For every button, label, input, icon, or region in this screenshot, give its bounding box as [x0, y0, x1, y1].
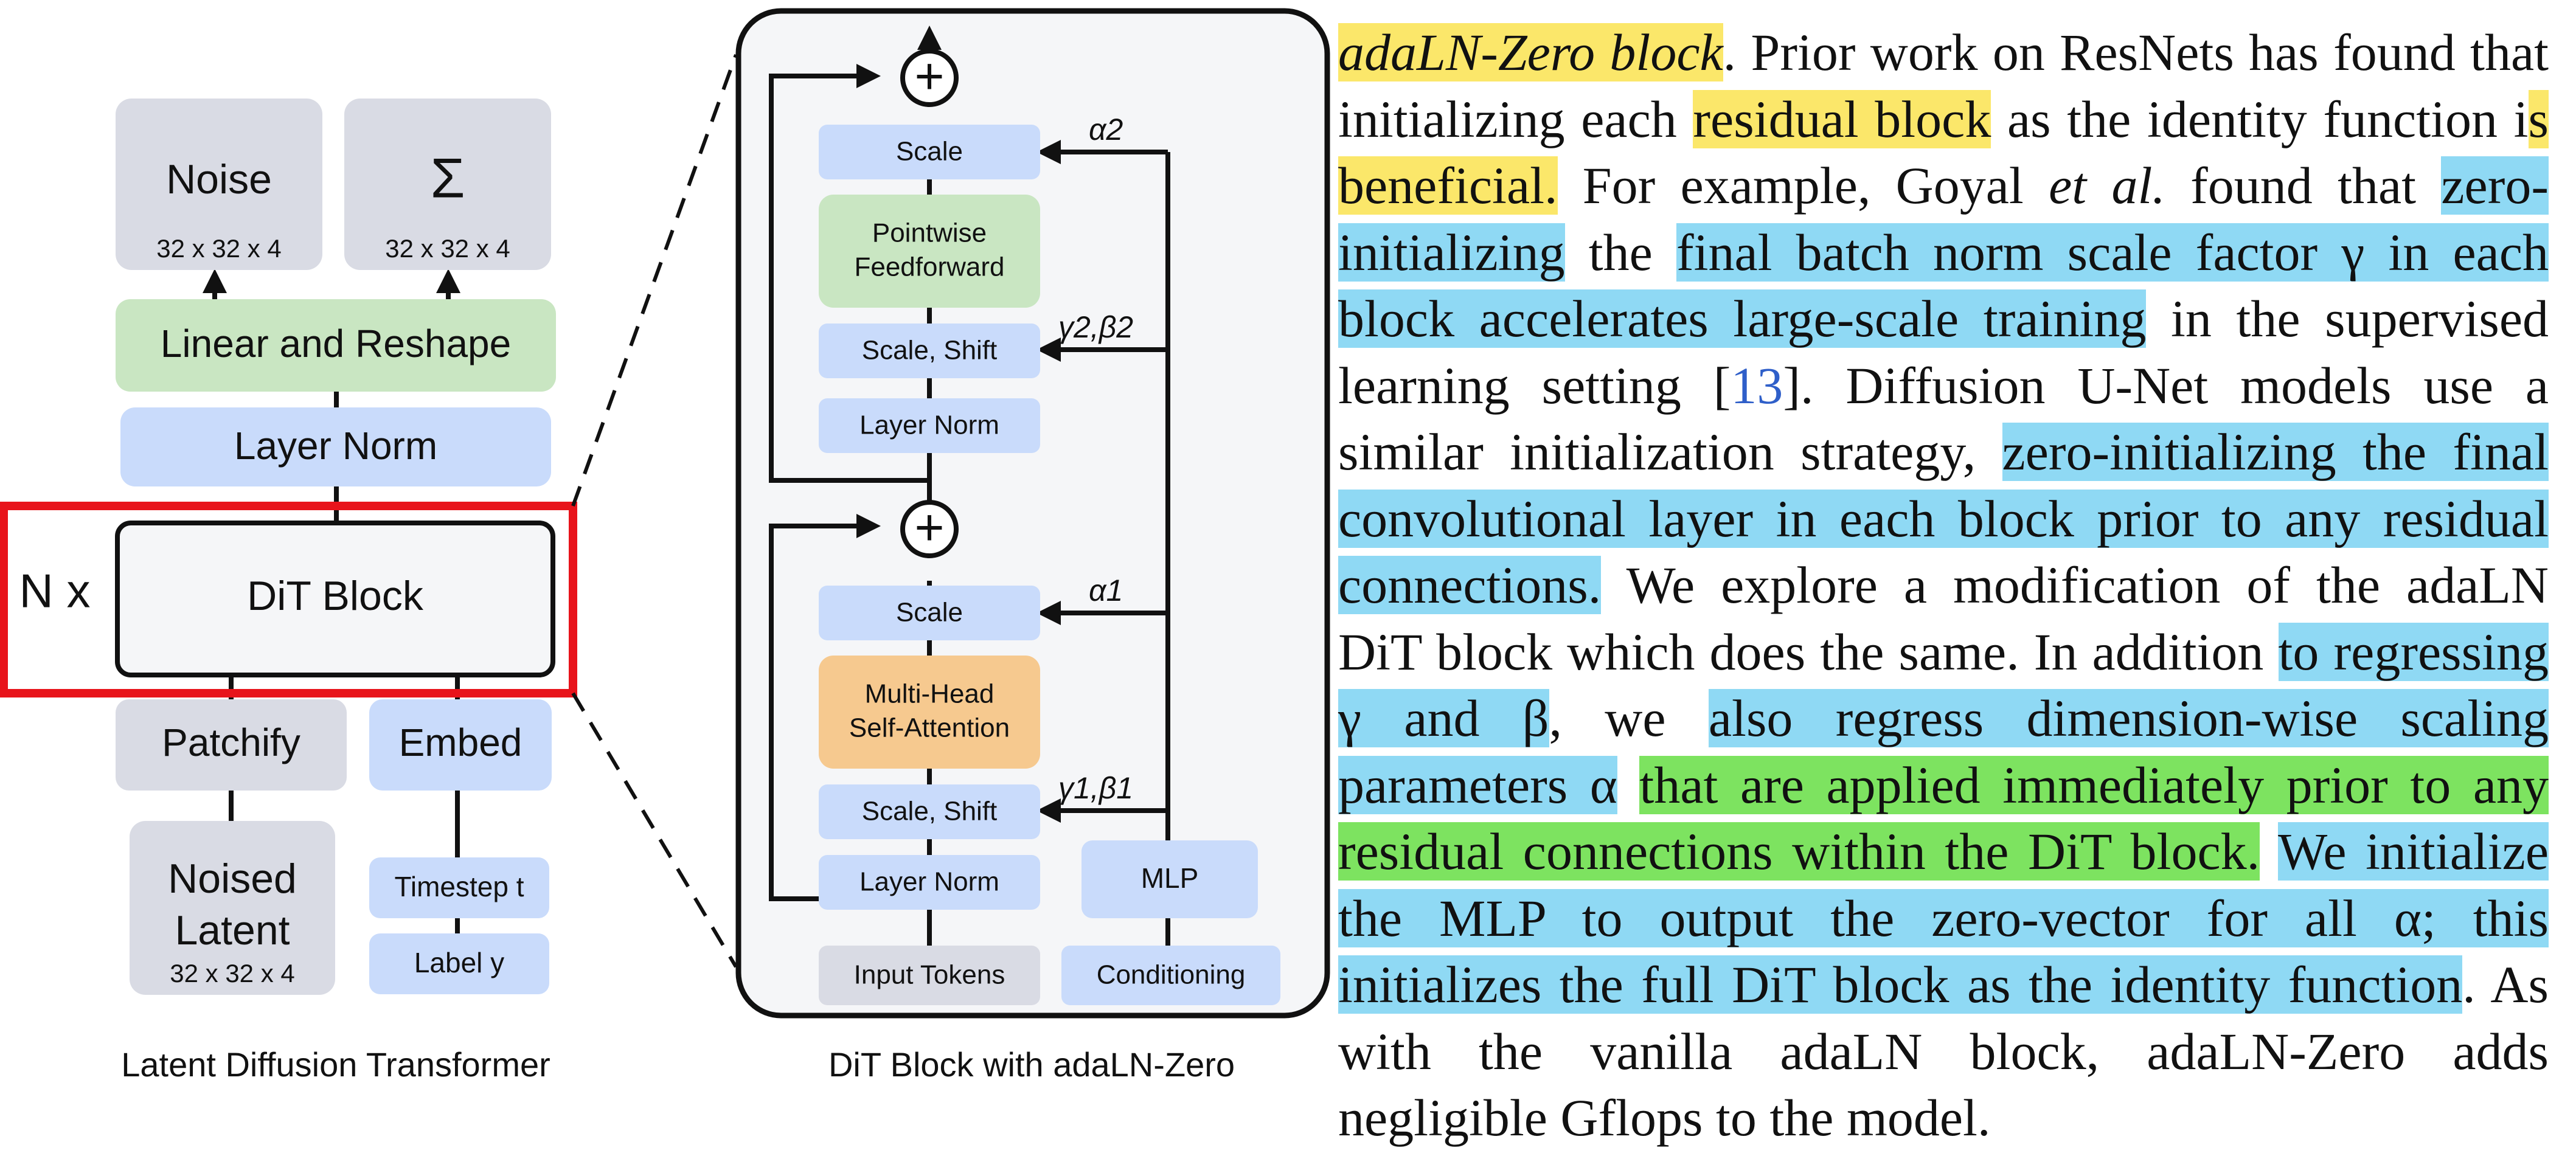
linear-reshape-box: Linear and Reshape [116, 299, 556, 392]
right-caption: DiT Block with adaLN-Zero [828, 1045, 1235, 1084]
patchify-box: Patchify [116, 699, 347, 791]
residual-skip-2 [769, 64, 929, 483]
text-run: . Prior work on ResNets has found that i… [1338, 23, 2549, 148]
gb2-label: γ2,β2 [1058, 310, 1133, 344]
scale-1-label: Scale [896, 598, 963, 628]
scale-2-box: Scale [819, 125, 1040, 179]
plus-2-label: + [914, 47, 944, 105]
text-run: in the supervised learning setting [ [1338, 289, 2549, 415]
mlp-box: MLP [1081, 840, 1258, 918]
label-label: Label y [414, 947, 504, 978]
patchify-label: Patchify [162, 721, 300, 764]
text-run: For example, Goyal [1557, 156, 2049, 215]
gb1-label: γ1,β1 [1058, 771, 1133, 805]
alpha1-label: α1 [1089, 573, 1123, 607]
zoom-line-top [571, 54, 738, 507]
timestep-box: Timestep t [369, 857, 549, 918]
feedforward-label: Feedforward [854, 252, 1004, 282]
dit-block-box: DiT Block [115, 521, 555, 677]
sigma-dim: 32 x 32 x 4 [385, 234, 510, 263]
mlp-label: MLP [1141, 862, 1199, 894]
plus-1-label: + [914, 499, 944, 556]
dit-block-label: DiT Block [247, 573, 424, 619]
text-run [2260, 822, 2278, 881]
sigma-box: Σ 32 x 32 x 4 [344, 99, 551, 270]
embed-label: Embed [399, 721, 522, 764]
et-al: et al. [2049, 156, 2165, 215]
text-run: ]. Diffusion U-Net models use a similar … [1338, 356, 2549, 482]
layer-norm-1-label: Layer Norm [859, 867, 999, 897]
residual-add-2: + [900, 47, 959, 107]
left-caption: Latent Diffusion Transformer [121, 1045, 550, 1084]
linear-reshape-label: Linear and Reshape [161, 322, 511, 365]
scale-1-box: Scale [819, 586, 1040, 640]
label-box: Label y [369, 933, 549, 994]
text-run: We explore a modification of the adaLN D… [1338, 556, 2549, 681]
dit-block-highlight [0, 502, 577, 697]
embed-box: Embed [369, 699, 552, 791]
highlight-residual-block: residual block [1693, 89, 1991, 148]
layer-norm-box: Layer Norm [120, 407, 551, 486]
scale-shift-1-box: Scale, Shift [819, 784, 1040, 839]
self-attention-label: Self-Attention [849, 713, 1010, 743]
repeat-label: N x [19, 564, 91, 618]
scale-shift-2-box: Scale, Shift [819, 324, 1040, 378]
latent-diffusion-transformer: Noise 32 x 32 x 4 Σ 32 x 32 x 4 Linear a… [0, 99, 577, 1084]
sigma-label: Σ [431, 147, 465, 209]
section-heading: adaLN-Zero block [1338, 23, 1723, 81]
latent-label: Latent [175, 907, 290, 954]
scale-2-label: Scale [896, 137, 963, 167]
pointwise-ff-box: Pointwise Feedforward [819, 195, 1040, 308]
text-run: as the identity function i [1991, 89, 2529, 148]
architecture-diagram: Noise 32 x 32 x 4 Σ 32 x 32 x 4 Linear a… [0, 8, 1330, 1084]
noised-latent-box: Noised Latent 32 x 32 x 4 [130, 821, 335, 995]
timestep-label: Timestep t [394, 871, 524, 902]
layer-norm-2-label: Layer Norm [859, 410, 999, 440]
layer-norm-1-box: Layer Norm [819, 855, 1040, 910]
latent-dim: 32 x 32 x 4 [170, 959, 294, 988]
dit-block-adaln-zero: + + Scale Pointwise Feedforward Scale, S… [735, 8, 1330, 1084]
residual-add-1: + [900, 499, 959, 558]
noise-box: Noise 32 x 32 x 4 [116, 99, 322, 270]
pointwise-label: Pointwise [872, 218, 987, 248]
input-tokens-label: Input Tokens [854, 960, 1005, 990]
layer-norm-label: Layer Norm [234, 424, 437, 468]
conditioning-box: Conditioning [1061, 946, 1280, 1005]
text-run: found that [2165, 156, 2442, 215]
text-run: . As with the vanilla adaLN block, adaLN… [1338, 955, 2549, 1147]
alpha2-label: α2 [1089, 112, 1123, 147]
scale-shift-2-label: Scale, Shift [862, 336, 998, 365]
noise-label: Noise [166, 156, 272, 202]
noised-label: Noised [168, 856, 297, 902]
zoom-line-bottom [571, 692, 738, 968]
adaln-zero-paragraph: adaLN-Zero block. Prior work on ResNets … [1338, 19, 2549, 1152]
citation-link[interactable]: 13 [1731, 356, 1783, 415]
text-run: the [1564, 223, 1676, 282]
noise-dim: 32 x 32 x 4 [156, 234, 281, 263]
input-tokens-box: Input Tokens [819, 946, 1040, 1005]
layer-norm-2-box: Layer Norm [819, 398, 1040, 453]
text-run: , we [1549, 689, 1709, 747]
multihead-attention-box: Multi-Head Self-Attention [819, 656, 1040, 769]
scale-shift-1-label: Scale, Shift [862, 797, 998, 826]
paper-text-panel: adaLN-Zero block. Prior work on ResNets … [1338, 19, 2549, 1152]
text-run [1617, 756, 1640, 814]
multihead-label: Multi-Head [865, 679, 995, 709]
conditioning-label: Conditioning [1097, 960, 1246, 990]
